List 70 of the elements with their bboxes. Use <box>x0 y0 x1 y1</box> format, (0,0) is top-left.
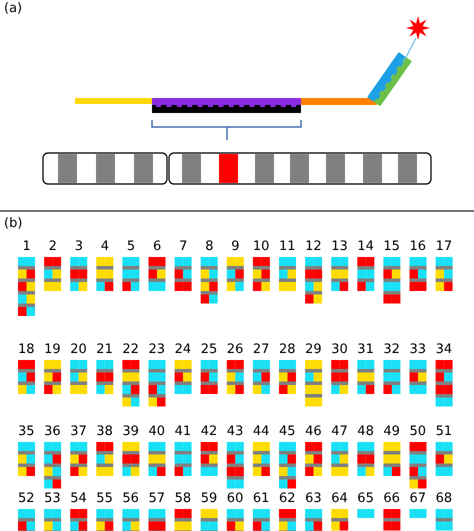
chromosome-number: 60 <box>226 492 244 506</box>
chromosome-number: 36 <box>44 425 61 439</box>
chromosome-number: 62 <box>279 492 296 506</box>
chromosome-number: 13 <box>331 240 348 254</box>
chromosome-number: 26 <box>226 343 244 357</box>
chromosome-number: 47 <box>331 425 348 439</box>
chromosome-number: 65 <box>357 492 374 506</box>
chromosome-number: 16 <box>410 240 426 254</box>
chromosome-number: 42 <box>200 425 218 439</box>
chromosome-number: 59 <box>200 492 218 506</box>
chromosome-number: 37 <box>70 425 87 439</box>
chromosome-number: 9 <box>231 240 240 254</box>
chromosome-number: 50 <box>410 425 426 439</box>
chromosome-number: 54 <box>70 492 87 506</box>
chromosome-number: 57 <box>148 492 166 506</box>
chromosome-number: 31 <box>357 343 374 357</box>
chromosome-number: 68 <box>436 492 452 506</box>
chromosome-number: 29 <box>305 343 322 357</box>
chromosome-number: 25 <box>200 343 218 357</box>
chromosome-number: 20 <box>70 343 87 357</box>
chromosome-number: 3 <box>74 240 83 254</box>
chromosome-number: 2 <box>48 240 57 254</box>
chromosome-number: 58 <box>174 492 192 506</box>
chromosome-number: 15 <box>383 240 400 254</box>
chromosome-number: 4 <box>100 240 110 254</box>
chromosome-number: 8 <box>205 240 214 254</box>
chromosome-number: 24 <box>174 343 192 357</box>
panel-label: (a) <box>4 2 22 16</box>
chromosome-number: 41 <box>174 425 192 439</box>
chromosome-number: 46 <box>305 425 322 439</box>
chromosome-number: 67 <box>410 492 426 506</box>
chromosome-number: 61 <box>252 492 270 506</box>
chromosome-number: 44 <box>252 425 270 439</box>
chromosome-number: 38 <box>96 425 113 439</box>
chromosome-number: 30 <box>331 343 348 357</box>
chromosome-number: 66 <box>383 492 400 506</box>
chromosome-number: 34 <box>436 343 452 357</box>
chromosome-number: 19 <box>44 343 61 357</box>
chromosome-number: 18 <box>18 343 35 357</box>
chromosome-number: 22 <box>122 343 139 357</box>
chromosome-number: 7 <box>179 240 188 254</box>
chromosome-number: 12 <box>305 240 322 254</box>
chromosome-number: 21 <box>96 343 113 357</box>
chromosome-number: 63 <box>305 492 322 506</box>
chromosome-number: 35 <box>18 425 35 439</box>
chromosome-number: 14 <box>357 240 374 254</box>
chromosome-number: 48 <box>357 425 374 439</box>
chromosome-number: 28 <box>279 343 296 357</box>
chromosome-number: 6 <box>153 240 162 254</box>
chromosome-number: 40 <box>148 425 166 439</box>
chromosome-number: 49 <box>383 425 400 439</box>
chromosome-number: 11 <box>279 240 296 254</box>
chromosome-number: 52 <box>18 492 35 506</box>
chromosome-number: 43 <box>226 425 244 439</box>
chromosome-number: 5 <box>126 240 136 254</box>
chromosome-number: 10 <box>252 240 270 254</box>
chromosome-number: 64 <box>331 492 348 506</box>
chromosome-number: 17 <box>436 240 452 254</box>
chromosome-number: 23 <box>148 343 166 357</box>
chromosome-number: 56 <box>122 492 139 506</box>
chromosome-number: 53 <box>44 492 61 506</box>
chromosome-number: 55 <box>96 492 113 506</box>
chromosome-number: 27 <box>252 343 270 357</box>
chromosome-number: 33 <box>410 343 426 357</box>
panel-label: (b) <box>4 217 22 231</box>
chromosome-number: 39 <box>122 425 139 439</box>
chromosome-number: 1 <box>22 240 31 254</box>
chromosome-number: 51 <box>436 425 452 439</box>
chromosome-number: 45 <box>279 425 296 439</box>
chromosome-number: 32 <box>383 343 400 357</box>
